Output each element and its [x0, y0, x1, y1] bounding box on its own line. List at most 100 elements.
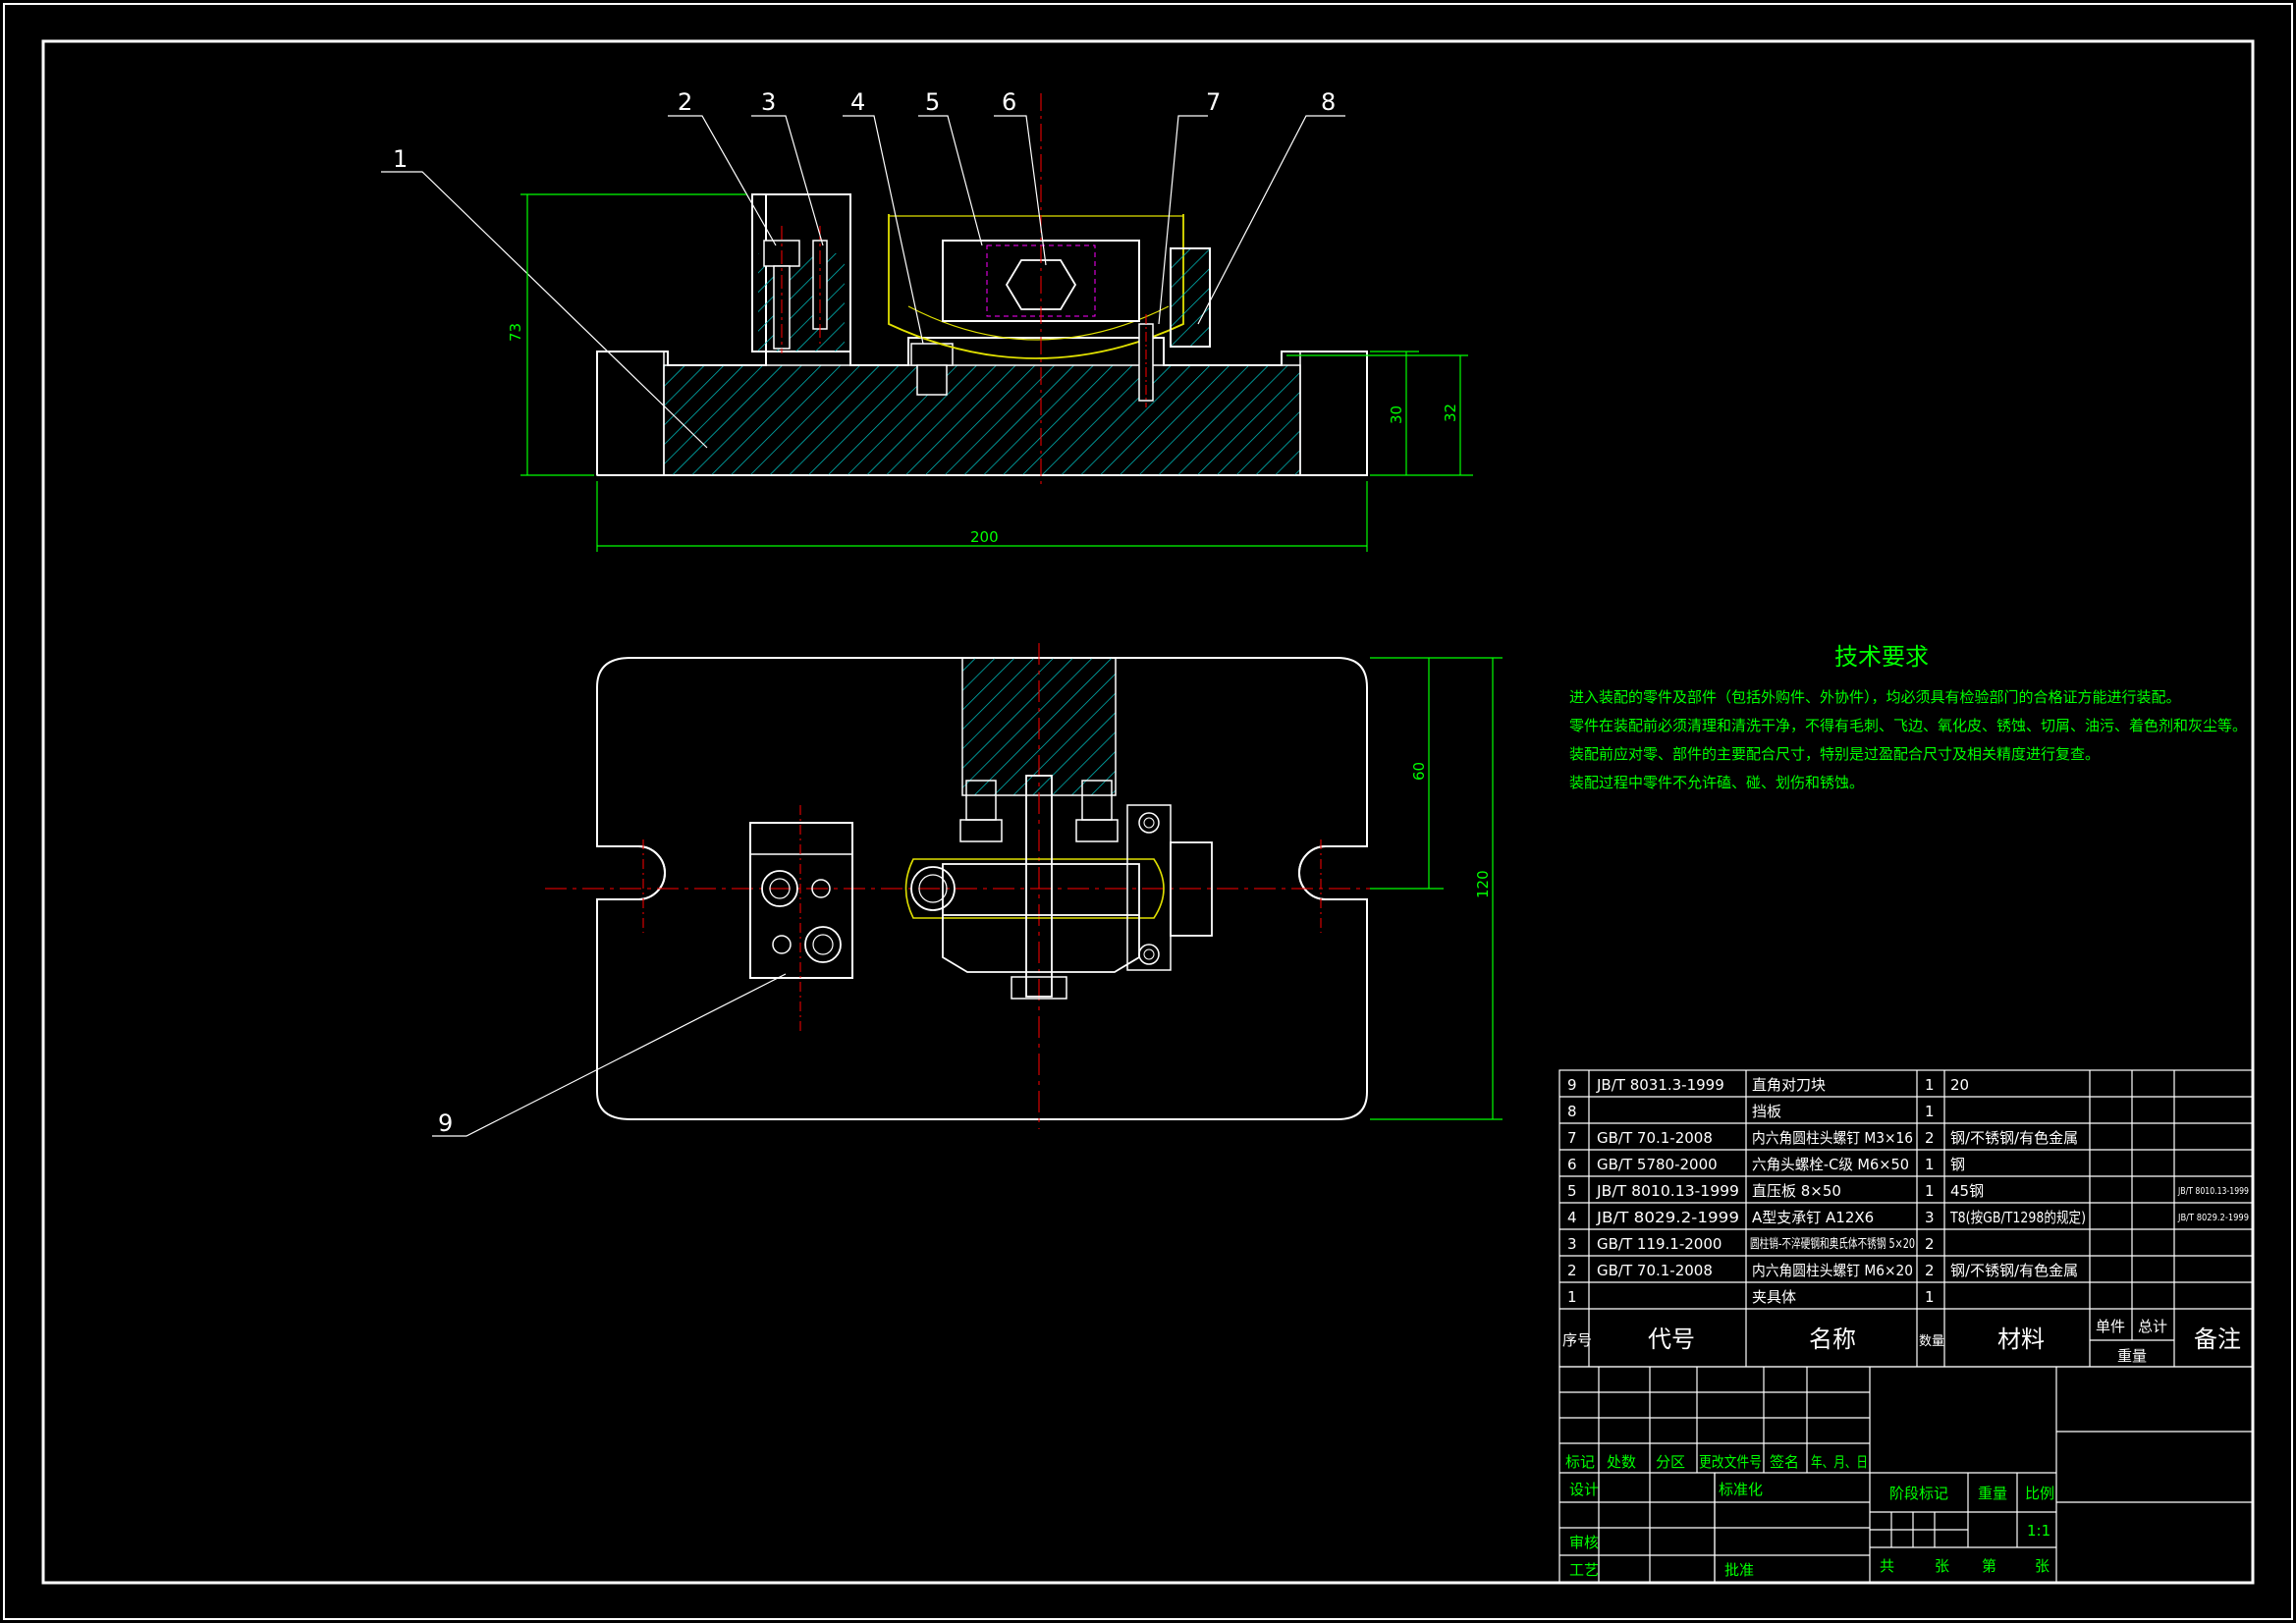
tb-review: 审核	[1569, 1534, 1599, 1551]
stop-plate-bracket	[1126, 804, 1172, 971]
tb-signature: 签名	[1770, 1453, 1799, 1471]
bom-name: 直角对刀块	[1752, 1076, 1826, 1094]
bom-header-material: 材料	[1997, 1325, 2045, 1353]
front-dimensions	[520, 193, 1473, 552]
tb-zone: 分区	[1656, 1453, 1685, 1471]
bom-header-total: 总计	[2138, 1318, 2167, 1335]
base-left-edge	[596, 351, 665, 476]
tb-sheet-no: 第	[1982, 1557, 1996, 1575]
balloon-2: 2	[678, 88, 692, 116]
bom-row-8: 8 挡板 1	[1567, 1103, 1935, 1120]
balloon-7: 7	[1206, 88, 1221, 116]
title-block-labels: 标记 处数 分区 更改文件号 签名 年、月、日 设计 标准化 阶段标记 重量 比…	[1565, 1453, 2054, 1579]
dim-base-height2: 32	[1442, 404, 1459, 422]
bom-seq: 7	[1567, 1129, 1577, 1147]
bom-seq: 9	[1567, 1076, 1577, 1094]
dim-height-total: 73	[507, 323, 524, 342]
bom-grid	[1558, 1069, 2254, 1368]
screw-hole-top-2-inner	[812, 934, 834, 955]
pin-hole-top-1	[811, 879, 831, 898]
tb-stage-mark: 阶段标记	[1889, 1485, 1948, 1502]
bom-code: JB/T 8031.3-1999	[1596, 1076, 1724, 1094]
bom-qty: 2	[1925, 1129, 1935, 1147]
bom-name: 夹具体	[1752, 1288, 1796, 1306]
workpiece-bore-inner	[918, 874, 948, 903]
bom-material: T8(按GB/T1298的规定)	[1949, 1209, 2086, 1226]
tb-design: 设计	[1569, 1481, 1599, 1498]
bom-row-6: 6 GB/T 5780-2000 六角头螺栓-C级 M6×50 1 钢	[1567, 1156, 1965, 1173]
tb-date: 年、月、日	[1811, 1453, 1868, 1471]
bom-header-seq: 序号	[1562, 1331, 1592, 1349]
bom-header-qty: 数量	[1919, 1334, 1944, 1349]
tb-process: 工艺	[1569, 1561, 1599, 1579]
bom-seq: 1	[1567, 1288, 1577, 1306]
bom-material: 钢/不锈钢/有色金属	[1950, 1129, 2078, 1147]
dim-width: 120	[1474, 870, 1492, 898]
bom-qty: 1	[1925, 1288, 1935, 1306]
bom-qty: 3	[1925, 1209, 1935, 1226]
outer-frame	[3, 3, 2293, 1620]
bom-name: 六角头螺栓-C级 M6×50	[1752, 1156, 1909, 1173]
bom-header: 序号 代号 名称 数量 材料 单件 总计 重量 备注	[1562, 1318, 2241, 1365]
bom-qty: 2	[1925, 1235, 1935, 1253]
tb-change-doc: 更改文件号	[1699, 1453, 1762, 1471]
title-block-grid	[1558, 1366, 2254, 1584]
balloon-5: 5	[925, 88, 940, 116]
bom-qty: 2	[1925, 1262, 1935, 1279]
tech-requirement-line-4: 装配过程中零件不允许磕、碰、划伤和锈蚀。	[1569, 774, 1864, 791]
base-hatched-section	[663, 364, 1301, 476]
tech-requirement-line-1: 进入装配的零件及部件（包括外购件、外协件），均必须具有检验部门的合格证方能进行装…	[1569, 688, 2181, 706]
tool-setting-block-hatch	[758, 253, 845, 352]
bom-row-9: 9 JB/T 8031.3-1999 直角对刀块 1 20	[1567, 1076, 1969, 1094]
tech-requirement-line-2: 零件在装配前必须清理和清洗干净，不得有毛刺、飞边、氧化皮、锈蚀、切屑、油污、着色…	[1569, 717, 2247, 734]
bom-seq: 5	[1567, 1182, 1577, 1200]
clamp-plate-top	[942, 863, 1140, 916]
bom-material: 钢/不锈钢/有色金属	[1950, 1262, 2078, 1279]
bom-name: 内六角圆柱头螺钉 M3×16	[1752, 1129, 1913, 1147]
bom-code: GB/T 70.1-2008	[1597, 1262, 1713, 1279]
bom-header-code: 代号	[1648, 1325, 1695, 1353]
title-block: 标记 处数 分区 更改文件号 签名 年、月、日 设计 标准化 阶段标记 重量 比…	[1558, 1366, 2254, 1584]
stop-screw-top-2-inner	[1143, 948, 1155, 960]
tb-sheets-total: 共	[1880, 1557, 1894, 1575]
bom-seq: 6	[1567, 1156, 1577, 1173]
bom-row-7: 7 GB/T 70.1-2008 内六角圆柱头螺钉 M3×16 2 钢/不锈钢/…	[1567, 1129, 2078, 1147]
bom-name: 圆柱销-不淬硬钢和奥氏体不锈钢 5×20	[1750, 1237, 1915, 1252]
bom-qty: 1	[1925, 1156, 1935, 1173]
bom-header-weight: 重量	[2117, 1347, 2147, 1365]
stop-screw-top-2	[1138, 944, 1160, 965]
tb-scale-value: 1:1	[2027, 1522, 2050, 1540]
tb-standardize: 标准化	[1719, 1481, 1763, 1498]
bom-remark: JB/T 8029.2-1999	[2177, 1213, 2249, 1223]
bom-row-2: 2 GB/T 70.1-2008 内六角圆柱头螺钉 M6×20 2 钢/不锈钢/…	[1567, 1262, 2078, 1279]
tech-requirements-title: 技术要求	[1834, 643, 1929, 671]
bom-seq: 8	[1567, 1103, 1577, 1120]
tb-count: 处数	[1607, 1453, 1636, 1471]
workpiece-top-outline	[904, 858, 1165, 919]
bom-seq: 4	[1567, 1209, 1577, 1226]
support-pin-head	[910, 343, 954, 366]
bom-header-remark: 备注	[2194, 1325, 2241, 1353]
bom-qty: 1	[1925, 1182, 1935, 1200]
balloon-6: 6	[1002, 88, 1016, 116]
right-u-slot	[1298, 845, 1367, 900]
bom-seq: 3	[1567, 1235, 1577, 1253]
dim-length: 200	[970, 528, 999, 546]
bom-code: GB/T 70.1-2008	[1597, 1129, 1713, 1147]
bolt-shank-top	[1025, 775, 1053, 998]
left-u-slot	[597, 845, 666, 900]
bom-name: 挡板	[1752, 1103, 1781, 1120]
bom-qty: 1	[1925, 1076, 1935, 1094]
balloon-1: 1	[393, 145, 408, 173]
bom-row-1: 1 夹具体 1	[1567, 1288, 1935, 1306]
support-pin-base-1	[959, 819, 1003, 842]
bom-code: JB/T 8029.2-1999	[1596, 1209, 1739, 1226]
bom-seq: 2	[1567, 1262, 1577, 1279]
tb-scale: 比例	[2025, 1485, 2054, 1502]
bom-name: 直压板 8×50	[1752, 1182, 1841, 1200]
base-right-edge	[1299, 351, 1368, 476]
screw-hole-top-2	[804, 926, 842, 963]
bom-table: 9 JB/T 8031.3-1999 直角对刀块 1 20 8 挡板 1 7 G…	[1558, 1069, 2254, 1368]
inner-frame	[41, 39, 2255, 1585]
